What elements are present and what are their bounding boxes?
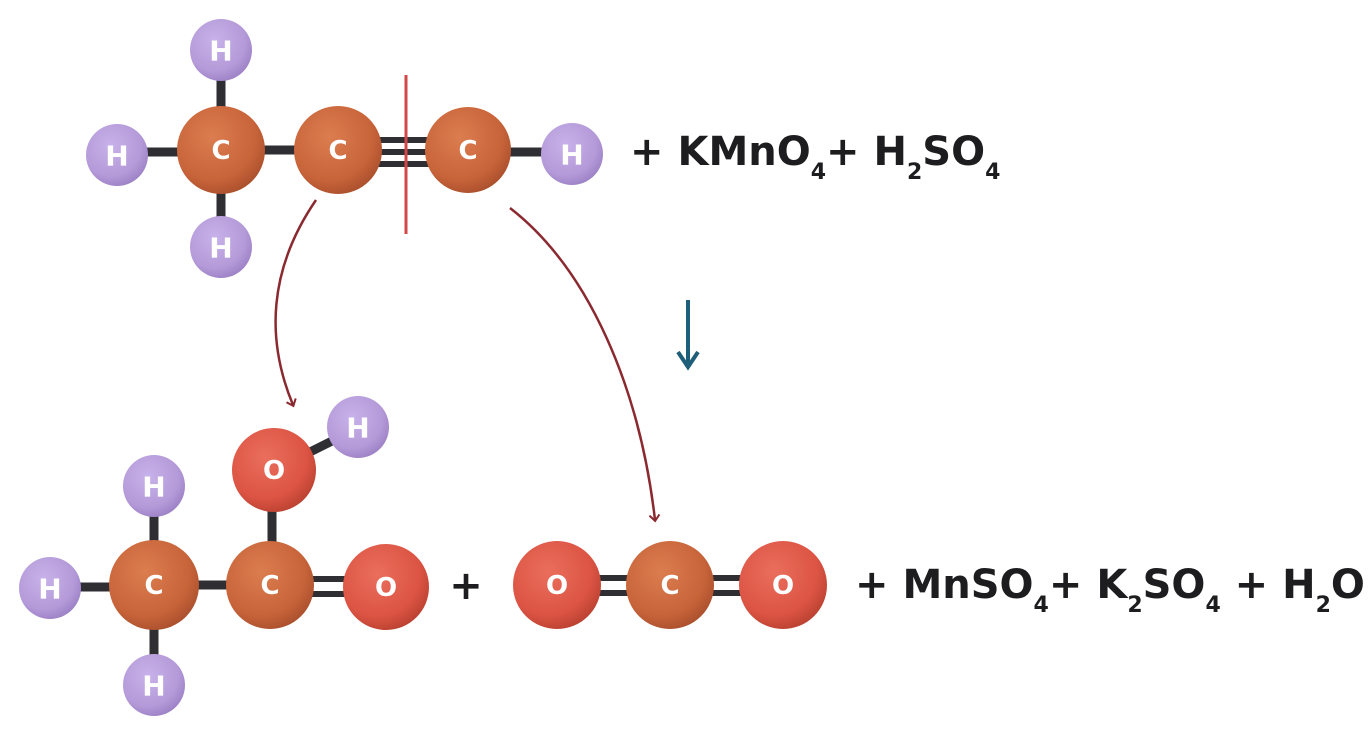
svg-text:C: C <box>144 571 163 601</box>
svg-text:C: C <box>211 136 230 166</box>
carbon-dioxide-molecule: O C O <box>513 541 827 629</box>
atom-carbon: C <box>294 106 382 194</box>
atom-oxygen: O <box>739 541 827 629</box>
atom-hydrogen: H <box>190 216 252 278</box>
atom-carbon: C <box>226 541 314 629</box>
atom-carbon: C <box>425 107 511 193</box>
atom-carbon: C <box>177 106 265 194</box>
acetic-acid-molecule: H H H C C O H O <box>19 396 429 716</box>
svg-text:H: H <box>142 471 165 504</box>
svg-text:O: O <box>546 571 568 601</box>
atom-carbon: C <box>626 541 714 629</box>
products-equation: + MnSO4+ K2SO4 + H2O <box>855 562 1365 618</box>
svg-text:H: H <box>346 412 369 445</box>
atom-hydrogen: H <box>327 396 389 458</box>
svg-text:H: H <box>209 232 232 265</box>
atom-hydrogen: H <box>86 124 148 186</box>
plus-sign: + <box>449 563 483 609</box>
svg-text:H: H <box>209 35 232 68</box>
svg-text:C: C <box>660 571 679 601</box>
svg-text:C: C <box>260 571 279 601</box>
atom-hydrogen: H <box>541 123 603 185</box>
svg-text:H: H <box>560 139 583 172</box>
atom-hydrogen: H <box>123 455 185 517</box>
atom-carbon: C <box>109 540 199 630</box>
atom-oxygen: O <box>232 428 316 512</box>
svg-text:C: C <box>458 136 477 166</box>
svg-text:C: C <box>328 136 347 166</box>
svg-text:O: O <box>375 573 397 603</box>
atom-oxygen: O <box>513 541 601 629</box>
svg-text:O: O <box>263 456 285 486</box>
svg-text:H: H <box>38 573 61 606</box>
curved-arrow-icon <box>509 207 661 523</box>
reactants-equation: + KMnO4+ H2SO4 <box>630 129 1000 185</box>
atom-oxygen: O <box>343 544 429 630</box>
atom-hydrogen: H <box>190 19 252 81</box>
svg-text:H: H <box>105 140 128 173</box>
propyne-molecule: H H H C C C H <box>86 19 603 278</box>
atom-hydrogen: H <box>19 557 81 619</box>
svg-text:O: O <box>772 571 794 601</box>
atom-hydrogen: H <box>123 654 185 716</box>
svg-text:H: H <box>142 670 165 703</box>
curved-arrow-icon <box>274 199 318 408</box>
down-arrow-icon <box>676 300 700 371</box>
